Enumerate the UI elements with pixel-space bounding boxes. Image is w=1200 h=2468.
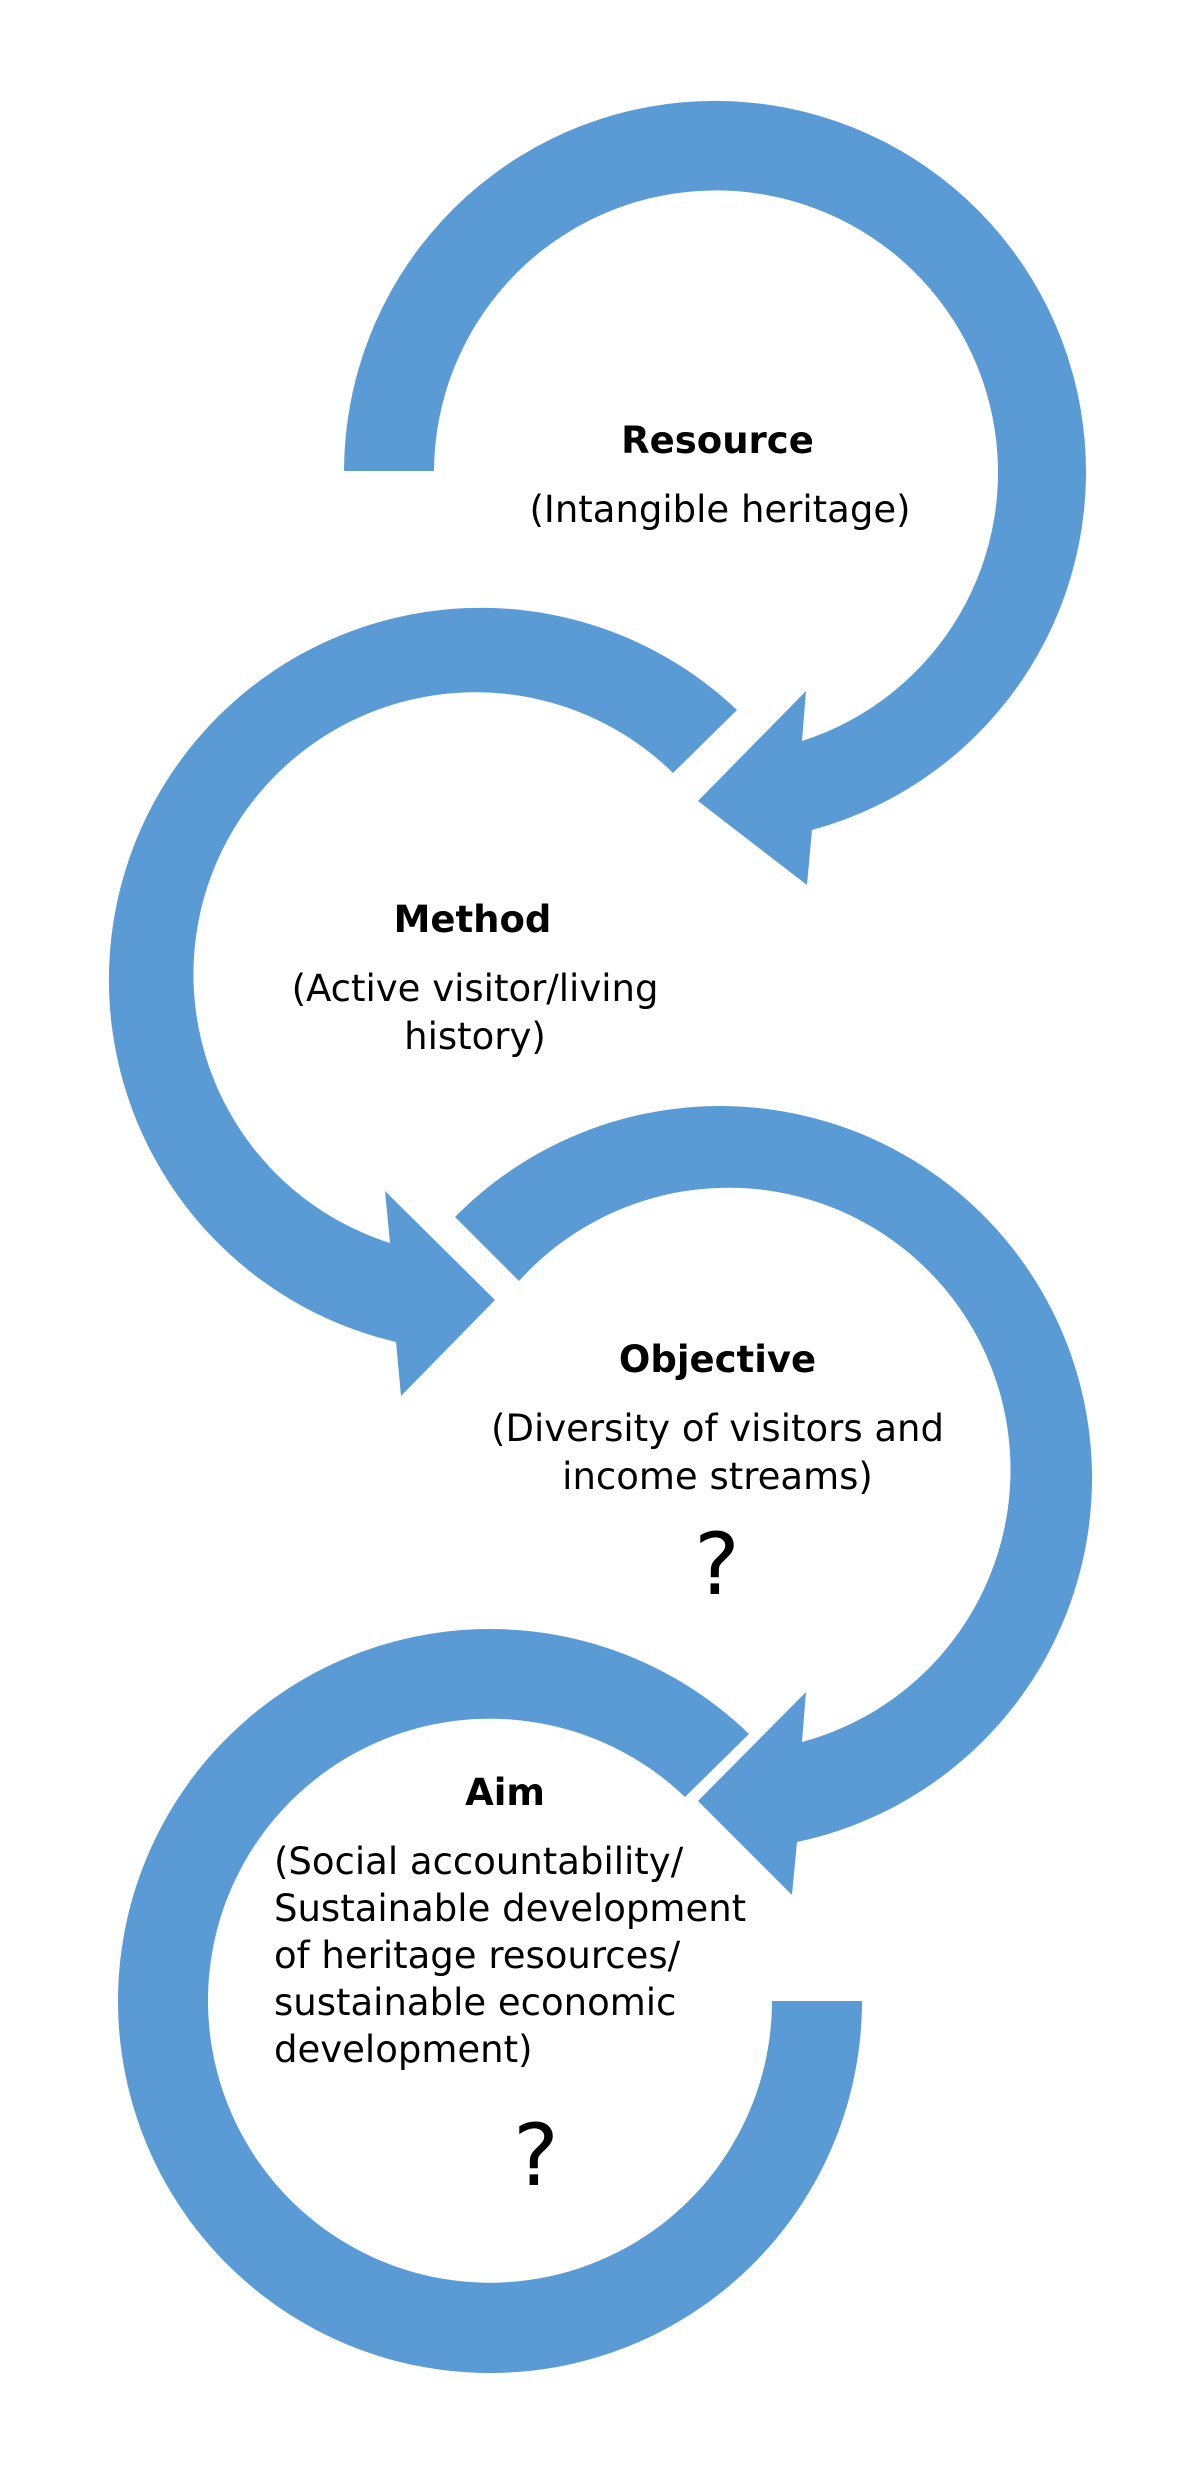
aim-description-line-4: sustainable economic bbox=[274, 1981, 677, 2024]
aim-description-line-3: of heritage resources/ bbox=[274, 1934, 681, 1977]
aim-question-mark: ? bbox=[513, 2106, 559, 2206]
objective-description-line-1: (Diversity of visitors and bbox=[491, 1407, 944, 1450]
method-description-line-1: (Active visitor/living bbox=[291, 967, 659, 1010]
objective-question-mark: ? bbox=[694, 1515, 740, 1615]
method-description-line-2: history) bbox=[404, 1015, 546, 1058]
resource-title: Resource bbox=[621, 419, 814, 462]
aim-title: Aim bbox=[465, 1771, 545, 1814]
aim-description-line-2: Sustainable development bbox=[274, 1887, 747, 1930]
method-arc bbox=[108, 607, 737, 1396]
objective-title: Objective bbox=[618, 1338, 817, 1381]
aim-description-line-5: development) bbox=[274, 2028, 533, 2071]
aim-description-line-1: (Social accountability/ bbox=[274, 1840, 684, 1883]
objective-arc bbox=[455, 1106, 1093, 1895]
objective-description-line-2: income streams) bbox=[562, 1455, 873, 1498]
resource-description: (Intangible heritage) bbox=[529, 488, 911, 531]
method-title: Method bbox=[393, 898, 552, 941]
resource-arc bbox=[344, 100, 1086, 886]
